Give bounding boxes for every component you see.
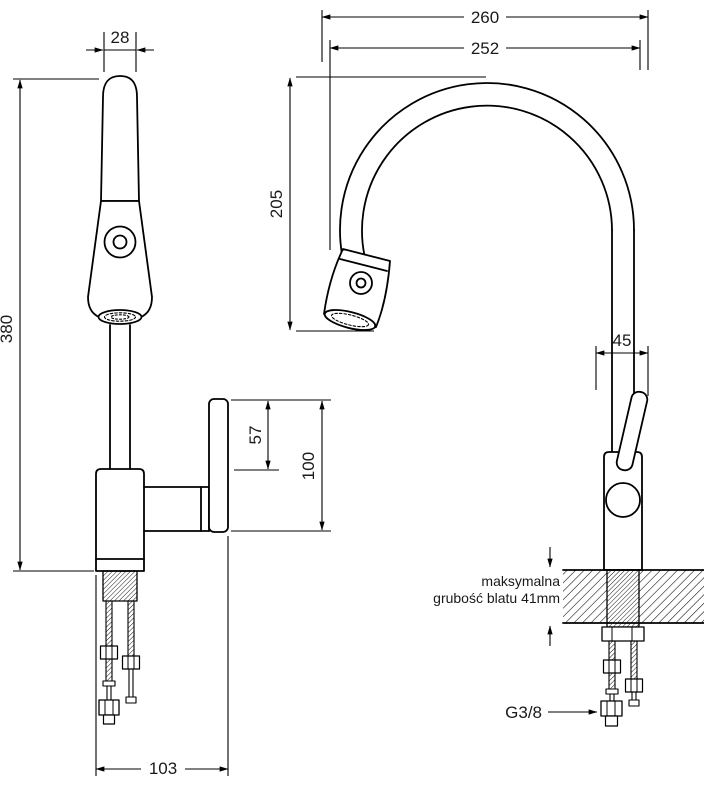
side-view-dimensions	[287, 10, 649, 715]
valve-body	[95, 468, 145, 572]
stud-end-cap	[125, 696, 137, 704]
handle-lever-side	[615, 390, 649, 472]
washer-left	[102, 680, 116, 687]
countertop-note-line2: grubość blatu 41mm	[433, 590, 560, 606]
spray-head-seam	[339, 258, 388, 272]
spray-button-side-inner	[355, 277, 367, 289]
spray-button-inner	[112, 234, 128, 250]
dimension-labels: 28 380 57 100 103 260 252 205 45 maksyma…	[0, 8, 631, 778]
aerator-face-side	[323, 309, 377, 331]
stud-end-cap-side	[628, 699, 640, 707]
shank-lock-nut	[601, 626, 645, 642]
mounting-stud-right-side	[630, 640, 638, 680]
washer-side	[605, 688, 619, 695]
mounting-nut-left	[99, 645, 119, 660]
countertop-hatch-left	[563, 570, 607, 623]
hose-nipple	[102, 714, 116, 725]
handle-joint-circle	[605, 482, 641, 518]
aerator-mesh-outer	[103, 312, 137, 322]
mounting-stud-right	[127, 600, 135, 657]
spray-button-outer	[103, 225, 137, 259]
dim-handle-offset: 57	[246, 426, 265, 445]
countertop-note-line1: maksymalna	[481, 573, 560, 589]
dim-handle-height: 100	[299, 452, 318, 480]
mounting-nut-right	[121, 655, 141, 670]
threaded-shank-side	[606, 569, 640, 628]
hose-hex-fitting	[98, 699, 120, 716]
aerator-mesh-inner	[110, 314, 130, 320]
dim-base-span: 103	[149, 759, 177, 778]
dim-spout-top-width: 28	[111, 28, 130, 47]
hose-nipple-side	[604, 715, 619, 727]
dim-outlet-offset: 45	[613, 331, 632, 350]
mounting-nut-right-side	[624, 678, 644, 693]
mounting-stud-left	[105, 600, 113, 682]
side-view	[323, 82, 704, 727]
handle-lever-plate	[208, 398, 229, 533]
mounting-nut-left-side	[602, 659, 622, 674]
spout-inner-curve	[361, 104, 613, 263]
thread-size-label: G3/8	[505, 703, 542, 722]
hose-hex-fitting-side	[600, 700, 623, 717]
wand-outline	[100, 75, 140, 202]
threaded-shank	[102, 570, 138, 602]
spout-outer-curve	[339, 82, 635, 269]
dim-spout-height: 205	[267, 190, 286, 218]
spray-button-side-outer	[349, 271, 373, 295]
front-view	[87, 75, 229, 725]
dim-spout-reach: 252	[471, 39, 499, 58]
aerator-mesh-side	[330, 312, 370, 328]
dim-overall-width: 260	[471, 8, 499, 27]
countertop-hatch-right	[639, 570, 704, 623]
front-view-dimensions	[13, 32, 331, 776]
dim-overall-height: 380	[0, 315, 16, 343]
